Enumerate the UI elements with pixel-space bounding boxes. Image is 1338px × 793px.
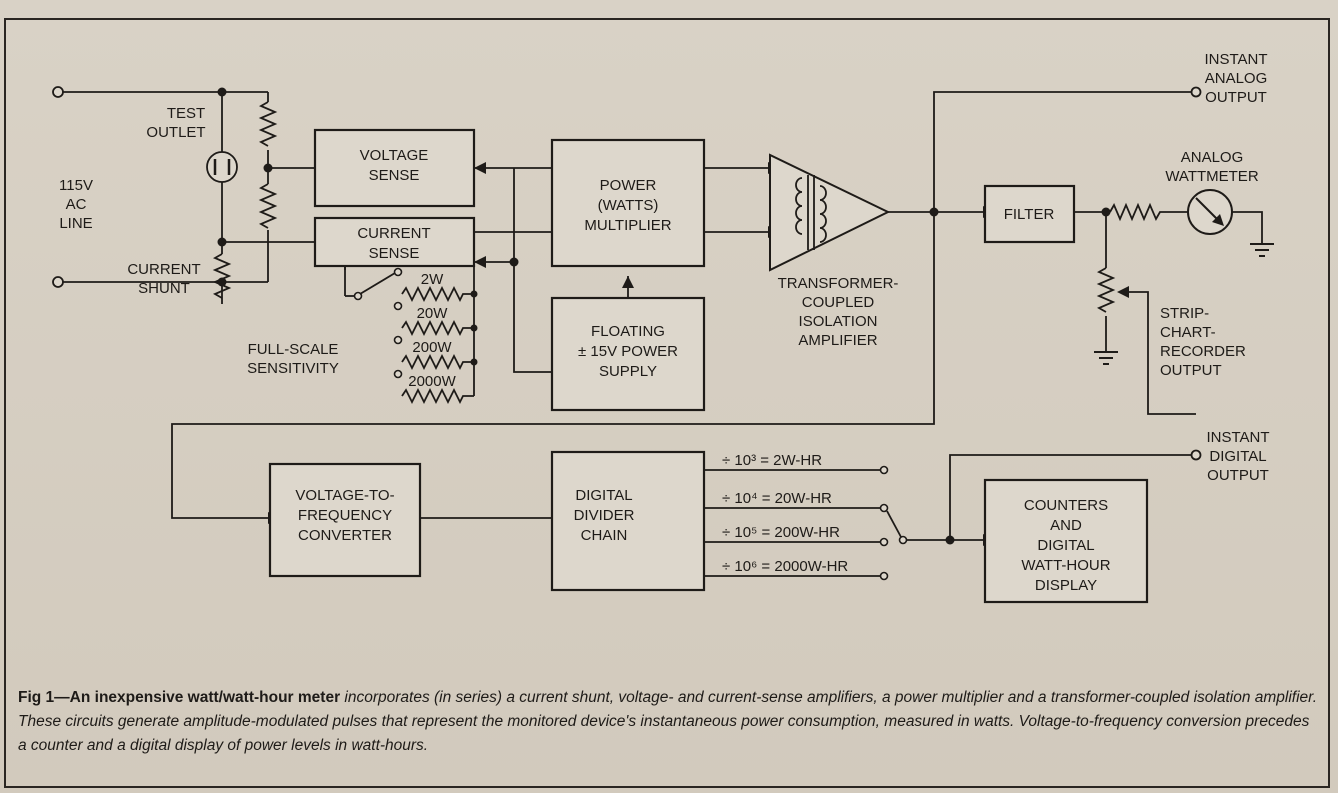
test-outlet-symbol: [206, 151, 238, 183]
vf-converter-label-3: CONVERTER: [298, 527, 392, 544]
block-diagram: VOLTAGE SENSE CURRENT SENSE POWER (WATTS…: [52, 51, 1274, 604]
counters-label-4: WATT-HOUR: [1021, 557, 1110, 574]
current-shunt-label-2: SHUNT: [138, 280, 190, 297]
vf-converter-label-1: VOLTAGE-TO-: [295, 487, 394, 504]
divider-label-3: CHAIN: [581, 527, 628, 544]
multiplier-block: [550, 138, 706, 268]
instant-analog-label-1: INSTANT: [1204, 51, 1267, 68]
divider-ratio-1: ÷ 10³ = 2W-HR: [722, 452, 822, 469]
divider-block: [550, 450, 706, 592]
wires: [52, 86, 1263, 577]
ac-line-label-2: AC: [66, 196, 87, 213]
full-scale-label-2: SENSITIVITY: [247, 360, 339, 377]
power-supply-label-1: FLOATING: [591, 323, 665, 340]
divider-label-1: DIGITAL: [575, 487, 632, 504]
divider-range-switch: [879, 465, 908, 581]
multiplier-label-3: MULTIPLIER: [584, 217, 671, 234]
sensitivity-label-200w: 200W: [412, 339, 452, 356]
power-supply-label-2: ± 15V POWER: [578, 343, 678, 360]
resistors: [212, 101, 1166, 313]
counters-label-1: COUNTERS: [1024, 497, 1108, 514]
filter-block: [983, 184, 1076, 244]
instant-digital-label-1: INSTANT: [1206, 429, 1269, 446]
isolation-amp-label-1: TRANSFORMER-: [778, 275, 899, 292]
vf-converter-label-2: FREQUENCY: [298, 507, 392, 524]
multiplier-label-1: POWER: [600, 177, 657, 194]
strip-chart-label-4: OUTPUT: [1160, 362, 1222, 379]
test-outlet-label-2: OUTLET: [146, 124, 205, 141]
counters-label-5: DISPLAY: [1035, 577, 1097, 594]
figure-frame: [4, 18, 1330, 788]
caption-body: incorporates (in series) a current shunt…: [18, 689, 1318, 754]
divider-ratio-2: ÷ 10⁴ = 20W-HR: [722, 490, 832, 507]
current-shunt-resistor: [212, 253, 232, 299]
wattmeter-label-1: ANALOG: [1181, 149, 1244, 166]
full-scale-label-1: FULL-SCALE: [248, 341, 339, 358]
multiplier-label-2: (WATTS): [598, 197, 659, 214]
current-sense-block: [313, 216, 476, 268]
instant-digital-label-3: OUTPUT: [1207, 467, 1269, 484]
isolation-amp-label-3: ISOLATION: [799, 313, 878, 330]
counters-block: [983, 478, 1149, 604]
sensitivity-label-20w: 20W: [417, 305, 449, 322]
isolation-amplifier-symbol: [769, 153, 891, 272]
figure-caption: Fig 1—An inexpensive watt/watt-hour mete…: [18, 686, 1318, 758]
strip-chart-label-2: CHART-: [1160, 324, 1216, 341]
isolation-amp-label-2: COUPLED: [802, 294, 875, 311]
current-sense-label-2: SENSE: [369, 245, 420, 262]
sensitivity-label-2w: 2W: [421, 271, 444, 288]
wattmeter-symbol: [1187, 189, 1233, 235]
ac-line-label-1: 115V: [59, 177, 93, 194]
divider-ratio-3: ÷ 10⁵ = 200W-HR: [722, 524, 840, 541]
strip-chart-label-1: STRIP-: [1160, 305, 1209, 322]
divider-ratio-4: ÷ 10⁶ = 2000W-HR: [722, 558, 848, 575]
sensitivity-switch: [353, 262, 478, 405]
filter-label: FILTER: [1004, 206, 1055, 223]
instant-analog-label-3: OUTPUT: [1205, 89, 1267, 106]
power-supply-block: [550, 296, 706, 412]
junction-dots: [217, 87, 1111, 545]
instant-analog-label-2: ANALOG: [1205, 70, 1268, 87]
voltage-sense-label-2: SENSE: [369, 167, 420, 184]
wattmeter-label-2: WATTMETER: [1165, 168, 1258, 185]
counters-label-3: DIGITAL: [1037, 537, 1094, 554]
voltage-sense-label-1: VOLTAGE: [360, 147, 429, 164]
instant-digital-label-2: DIGITAL: [1209, 448, 1266, 465]
power-supply-label-3: SUPPLY: [599, 363, 657, 380]
sensitivity-label-2000w: 2000W: [408, 373, 456, 390]
current-sense-label-1: CURRENT: [357, 225, 430, 242]
caption-title: Fig 1—An inexpensive watt/watt-hour mete…: [18, 689, 341, 706]
ground-symbols: [1094, 243, 1274, 365]
current-shunt-label-1: CURRENT: [127, 261, 200, 278]
ac-line-label-3: LINE: [59, 215, 92, 232]
voltage-sense-block: [313, 128, 476, 208]
isolation-amp-label-4: AMPLIFIER: [798, 332, 877, 349]
divider-label-2: DIVIDER: [574, 507, 635, 524]
vf-converter-block: [268, 462, 422, 578]
counters-label-2: AND: [1050, 517, 1082, 534]
strip-chart-label-3: RECORDER: [1160, 343, 1246, 360]
test-outlet-label-1: TEST: [167, 105, 205, 122]
